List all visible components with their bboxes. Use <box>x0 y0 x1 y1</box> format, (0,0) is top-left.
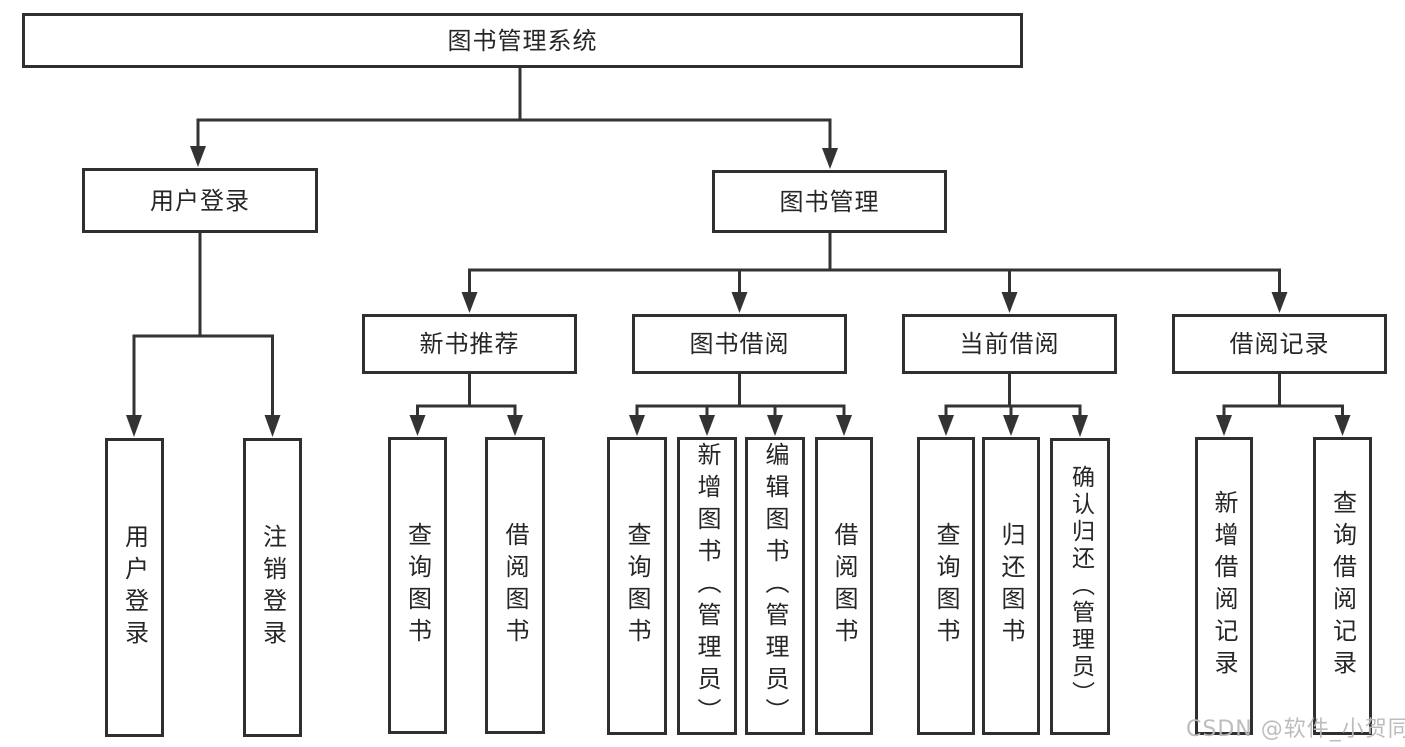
connector-bookmgmt-to-level3 <box>468 231 1281 298</box>
node-leaf-bb-add-books-admin-label: 新增图书（管理员） <box>693 442 721 730</box>
node-leaf-cb-return-books: 归还图书 <box>982 437 1040 735</box>
node-new-book-recommendation-label: 新书推荐 <box>419 330 520 358</box>
node-leaf-bb-edit-books-admin: 编辑图书（管理员） <box>745 437 805 735</box>
node-leaf-cb-query-books-label: 查询图书 <box>932 522 960 650</box>
node-book-borrowing: 图书借阅 <box>632 314 847 374</box>
arrowhead-ul-login <box>126 415 142 437</box>
node-borrowing-record-label: 借阅记录 <box>1229 330 1330 358</box>
node-leaf-bb-borrow-books-label: 借阅图书 <box>830 522 858 650</box>
node-leaf-user-login-label: 用户登录 <box>120 523 149 652</box>
node-leaf-nb-borrow-books: 借阅图书 <box>485 437 545 734</box>
node-borrowing-record: 借阅记录 <box>1172 314 1387 374</box>
node-leaf-cb-confirm-return-admin-label: 确认归还（管理员） <box>1067 465 1094 708</box>
connector-root-to-level2 <box>196 66 832 154</box>
arrowhead-cb-confirm <box>1072 415 1088 437</box>
node-leaf-br-add-record-label: 新增借阅记录 <box>1210 490 1238 682</box>
node-leaf-br-query-record-label: 查询借阅记录 <box>1328 490 1357 682</box>
connector-bookborrow-to-children <box>635 372 846 421</box>
connector-currentborrow-to-children <box>944 372 1082 421</box>
arrowhead-nb-borrow <box>507 415 523 436</box>
arrowhead-currentborrow <box>1001 292 1018 313</box>
arrowhead-borrowrecord <box>1271 292 1288 313</box>
node-leaf-nb-borrow-books-label: 借阅图书 <box>501 521 529 650</box>
arrowhead-bb-add <box>699 415 715 436</box>
node-user-login: 用户登录 <box>82 168 318 233</box>
node-leaf-nb-query-books-label: 查询图书 <box>403 521 432 650</box>
node-book-management-label: 图书管理 <box>779 187 880 216</box>
arrowhead-userlogin <box>190 146 206 167</box>
arrowhead-bookmgmt <box>822 148 838 169</box>
node-book-management: 图书管理 <box>712 170 947 233</box>
arrowhead-cb-query <box>938 415 954 436</box>
node-leaf-cb-confirm-return-admin: 确认归还（管理员） <box>1050 438 1110 735</box>
node-current-borrowing: 当前借阅 <box>902 314 1117 374</box>
connector-borrowrecord-to-children <box>1222 372 1344 421</box>
connector-newbookrec-to-children <box>416 372 517 421</box>
arrowhead-bookborrow <box>731 292 748 313</box>
connector-userlogin-to-children <box>132 231 274 420</box>
node-leaf-bb-query-books: 查询图书 <box>607 437 667 735</box>
node-leaf-cb-query-books: 查询图书 <box>917 437 975 735</box>
node-new-book-recommendation: 新书推荐 <box>362 314 577 374</box>
node-leaf-logout-label: 注销登录 <box>258 523 287 652</box>
node-leaf-br-query-record: 查询借阅记录 <box>1313 437 1372 735</box>
node-leaf-cb-return-books-label: 归还图书 <box>997 522 1025 650</box>
csdn-watermark: CSDN @软件_小贺同学 <box>1186 717 1405 742</box>
node-root: 图书管理系统 <box>22 13 1023 68</box>
node-leaf-user-login: 用户登录 <box>105 438 164 737</box>
node-leaf-br-add-record: 新增借阅记录 <box>1195 437 1253 735</box>
arrowhead-nb-query <box>409 415 426 436</box>
arrowhead-br-add <box>1216 415 1232 436</box>
node-user-login-label: 用户登录 <box>150 186 250 215</box>
arrowhead-ul-logout <box>264 415 281 437</box>
arrowhead-cb-return <box>1003 415 1019 436</box>
arrowhead-bb-edit <box>767 415 783 436</box>
arrowhead-br-query <box>1334 415 1351 436</box>
node-leaf-bb-borrow-books: 借阅图书 <box>815 437 873 735</box>
node-book-borrowing-label: 图书借阅 <box>689 330 790 358</box>
arrowhead-newbookrec <box>461 292 478 313</box>
node-leaf-logout: 注销登录 <box>243 438 302 737</box>
arrowhead-bb-query <box>629 415 645 436</box>
node-leaf-bb-query-books-label: 查询图书 <box>623 522 651 650</box>
arrowhead-bb-borrow <box>836 415 852 436</box>
node-root-label: 图书管理系统 <box>447 26 598 55</box>
node-current-borrowing-label: 当前借阅 <box>959 330 1060 358</box>
node-leaf-bb-edit-books-admin-label: 编辑图书（管理员） <box>761 442 789 730</box>
node-leaf-bb-add-books-admin: 新增图书（管理员） <box>677 437 737 735</box>
node-leaf-nb-query-books: 查询图书 <box>388 437 447 734</box>
